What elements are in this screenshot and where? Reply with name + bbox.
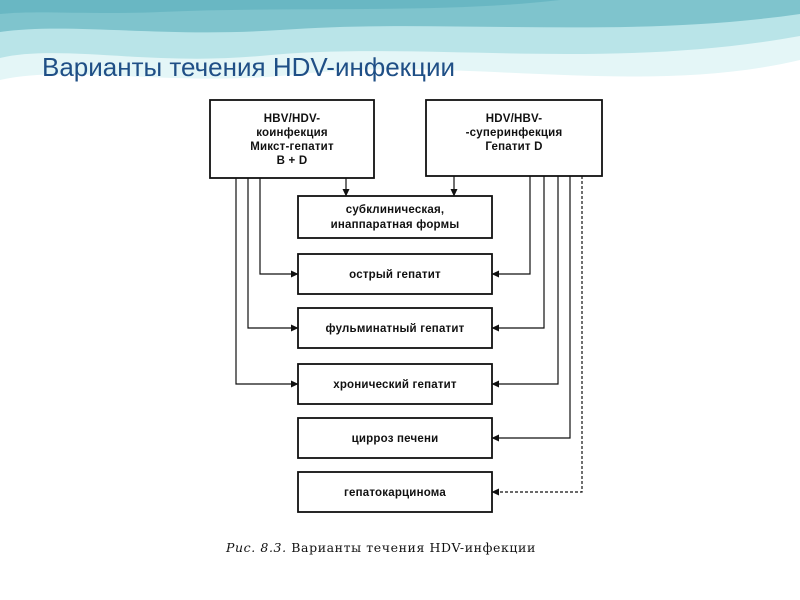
- superinfection-box: HDV/HBV- -суперинфекция Гепатит D: [425, 99, 603, 177]
- outcome-label: гепатокарцинома: [344, 487, 446, 499]
- figure-caption-label: Рис. 8.3.: [226, 540, 287, 555]
- superinfection-line: Гепатит D: [485, 141, 542, 153]
- coinfection-line: коинфекция: [256, 127, 328, 139]
- outcome-box-acute: острый гепатит: [297, 253, 493, 295]
- outcome-label: фульминатный гепатит: [326, 323, 465, 335]
- coinfection-arrows: [235, 178, 350, 388]
- coinfection-line: HBV/HDV-: [264, 113, 321, 125]
- outcome-label: субклиническая,: [346, 204, 445, 216]
- superinfection-arrows: [450, 176, 583, 496]
- coinfection-line: Микст-гепатит: [250, 141, 334, 153]
- outcome-box-subclinical: субклиническая, инаппаратная формы: [297, 195, 493, 239]
- figure-caption: Рис. 8.3. Варианты течения HDV-инфекции: [226, 540, 536, 555]
- coinfection-line: B + D: [277, 155, 308, 167]
- outcome-box-fulminant: фульминатный гепатит: [297, 307, 493, 349]
- figure-caption-text: Варианты течения HDV-инфекции: [291, 540, 536, 555]
- header-wave-decoration: [0, 0, 800, 80]
- outcome-label: острый гепатит: [349, 269, 441, 281]
- outcome-box-cirrhosis: цирроз печени: [297, 417, 493, 459]
- outcome-label: инаппаратная формы: [331, 219, 460, 231]
- outcome-label: хронический гепатит: [333, 379, 457, 391]
- outcome-box-chronic: хронический гепатит: [297, 363, 493, 405]
- outcome-box-carcinoma: гепатокарцинома: [297, 471, 493, 513]
- superinfection-line: HDV/HBV-: [486, 113, 543, 125]
- figure: HBV/HDV- коинфекция Микст-гепатит B + D …: [200, 92, 620, 572]
- outcome-label: цирроз печени: [352, 433, 439, 445]
- slide-title: Варианты течения HDV-инфекции: [42, 52, 455, 82]
- coinfection-box: HBV/HDV- коинфекция Микст-гепатит B + D: [209, 99, 375, 179]
- hdv-flow-diagram: HBV/HDV- коинфекция Микст-гепатит B + D …: [209, 99, 603, 513]
- superinfection-line: -суперинфекция: [466, 127, 563, 139]
